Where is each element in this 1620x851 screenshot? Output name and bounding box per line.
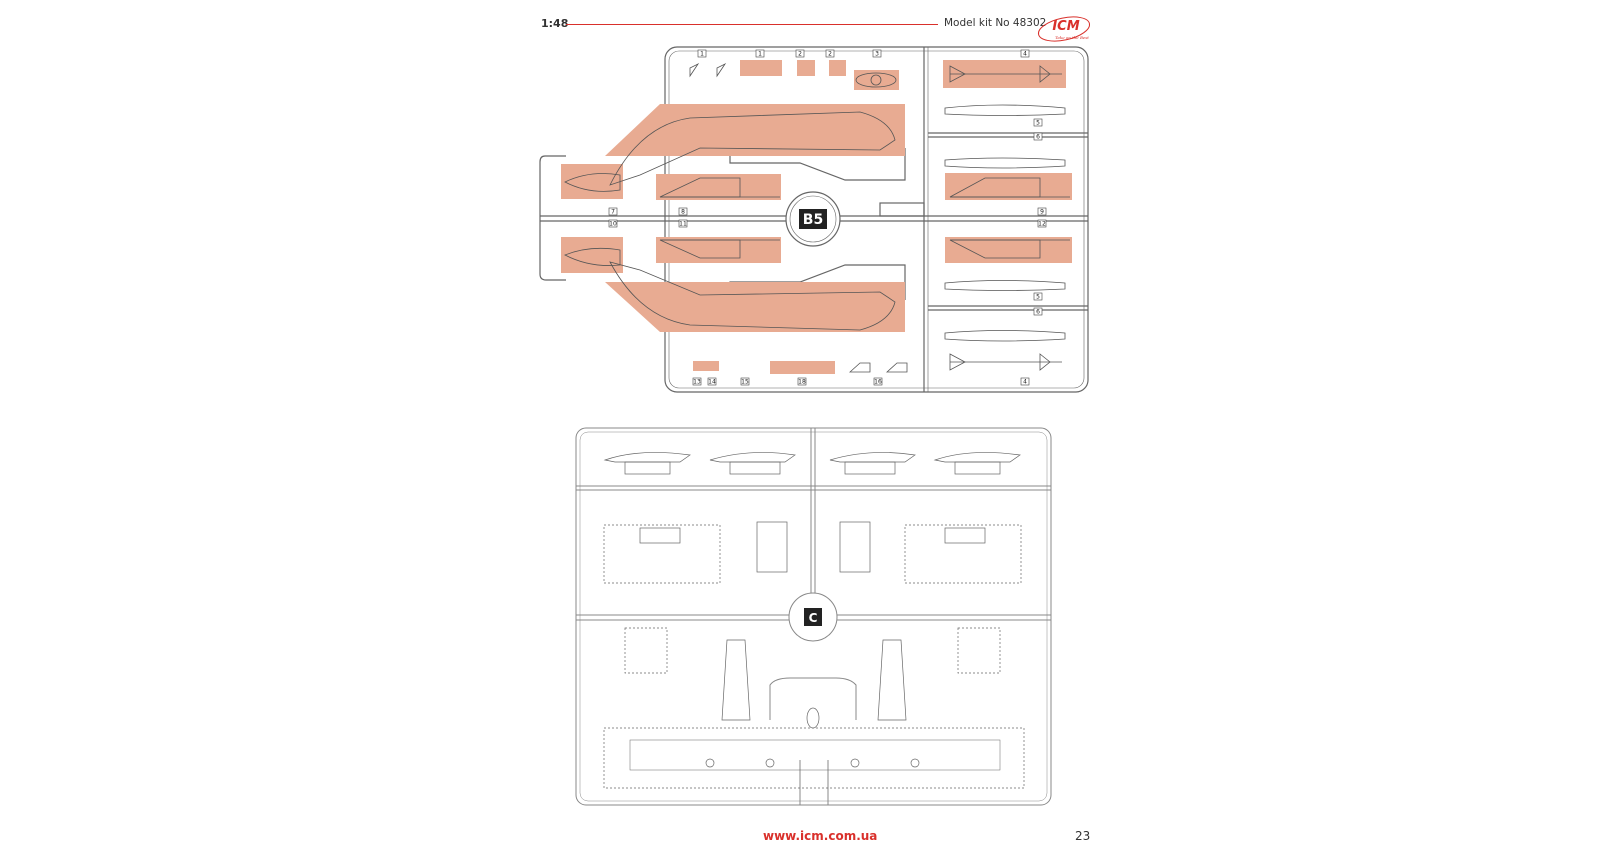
website-link[interactable]: www.icm.com.ua bbox=[763, 829, 878, 843]
part-number-box bbox=[740, 377, 750, 386]
part-number-box bbox=[608, 207, 618, 216]
svg-text:Take on the Best: Take on the Best bbox=[1055, 35, 1089, 40]
part-number: 4 bbox=[1023, 51, 1027, 58]
part-number: 2 bbox=[798, 51, 802, 58]
part-number-box bbox=[1033, 132, 1043, 141]
part-number: 6 bbox=[1036, 134, 1040, 141]
part-number: 14 bbox=[708, 379, 716, 386]
part-number-box bbox=[678, 219, 688, 228]
sprue-c-label: C bbox=[809, 611, 818, 625]
header-divider bbox=[566, 24, 938, 25]
part-number: 16 bbox=[874, 379, 882, 386]
part-number: 4 bbox=[1023, 379, 1027, 386]
part-number: 1 bbox=[700, 51, 704, 58]
part-number-box bbox=[1020, 377, 1030, 386]
part-number-box bbox=[1033, 307, 1043, 316]
icm-logo: ICM Take on the Best bbox=[1037, 16, 1091, 42]
part-number-box bbox=[755, 49, 765, 58]
scale-label: 1:48 bbox=[541, 17, 569, 30]
part-number-box bbox=[825, 49, 835, 58]
sprue-c-part-outlines bbox=[603, 452, 1025, 789]
part-number: 6 bbox=[1036, 309, 1040, 316]
part-number-box bbox=[1037, 207, 1047, 216]
part-number: 13 bbox=[693, 379, 701, 386]
sprue-b-label-ring: B5 bbox=[785, 191, 841, 247]
sprue-c bbox=[575, 427, 1052, 806]
page-number: 23 bbox=[1075, 829, 1091, 843]
part-number-box bbox=[873, 377, 883, 386]
sprue-c-label-ring: C bbox=[788, 592, 838, 642]
svg-text:ICM: ICM bbox=[1052, 19, 1079, 34]
part-number-box bbox=[678, 207, 688, 216]
part-number: 7 bbox=[611, 209, 615, 216]
part-number: 10 bbox=[609, 221, 617, 228]
part-number: 5 bbox=[1036, 120, 1040, 127]
part-number: 18 bbox=[798, 379, 806, 386]
part-number-box bbox=[1033, 118, 1043, 127]
part-number-box bbox=[795, 49, 805, 58]
part-number: 2 bbox=[828, 51, 832, 58]
part-number: 5 bbox=[1036, 294, 1040, 301]
part-number: 12 bbox=[1038, 221, 1046, 228]
part-number-box bbox=[608, 219, 618, 228]
part-number-box bbox=[797, 377, 807, 386]
model-kit-number: Model kit No 48302 bbox=[944, 17, 1047, 29]
part-number-box bbox=[1020, 49, 1030, 58]
part-number: 9 bbox=[1040, 209, 1044, 216]
part-number-box bbox=[697, 49, 707, 58]
part-number-box bbox=[1033, 292, 1043, 301]
sprue-b-label: B5 bbox=[803, 212, 823, 228]
part-number: 1 bbox=[758, 51, 762, 58]
sprue-b-part-outlines bbox=[564, 62, 1070, 373]
part-number: 8 bbox=[681, 209, 685, 216]
part-number-box bbox=[872, 49, 882, 58]
part-number-box bbox=[1037, 219, 1047, 228]
part-number-box bbox=[707, 377, 717, 386]
part-number-box bbox=[692, 377, 702, 386]
part-number: 3 bbox=[875, 51, 879, 58]
part-number: 15 bbox=[741, 379, 749, 386]
part-number: 11 bbox=[679, 221, 687, 228]
